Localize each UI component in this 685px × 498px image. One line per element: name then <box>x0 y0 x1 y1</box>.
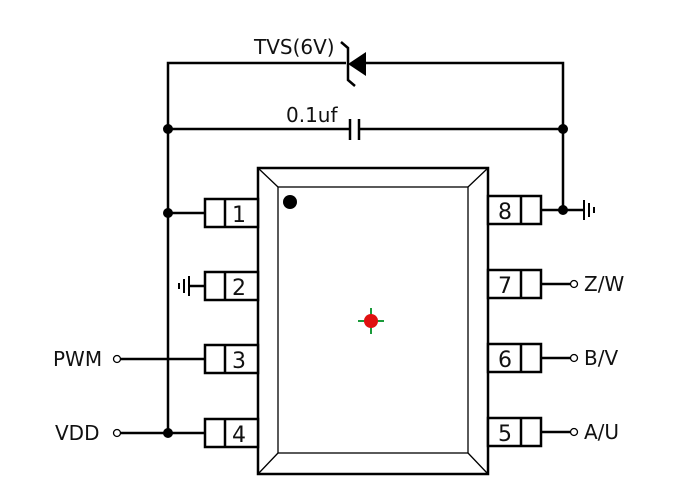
pin-2-number: 2 <box>232 276 246 301</box>
capacitor-branch: 0.1uf <box>168 103 563 140</box>
capacitor-symbol <box>348 119 361 140</box>
ground-icon <box>583 200 595 220</box>
pin-5: 5 A/U <box>486 416 619 448</box>
pin-2: 2 <box>178 270 260 302</box>
pwm-label: PWM <box>53 347 102 371</box>
pin-4: 4 VDD <box>55 417 260 449</box>
pin-6-number: 6 <box>498 348 512 373</box>
ic-package <box>256 166 490 476</box>
pin-3: 3 PWM <box>53 343 260 375</box>
pin-7-number: 7 <box>498 274 512 299</box>
tvs-diode-symbol <box>340 41 366 87</box>
pin1-marker <box>283 195 297 209</box>
pin-3-number: 3 <box>232 349 246 374</box>
bv-label: B/V <box>584 346 618 370</box>
pin-1-number: 1 <box>232 203 246 228</box>
center-marker <box>358 308 384 334</box>
pin-4-number: 4 <box>232 423 246 448</box>
au-label: A/U <box>584 420 619 444</box>
capacitor-label: 0.1uf <box>286 103 338 127</box>
zw-label: Z/W <box>584 272 624 296</box>
pin-7: 7 Z/W <box>486 268 624 300</box>
pin-6: 6 B/V <box>486 342 618 374</box>
tvs-label: TVS(6V) <box>253 35 335 59</box>
pin-5-number: 5 <box>498 422 512 447</box>
ground-icon <box>178 276 190 296</box>
vdd-label: VDD <box>55 421 99 445</box>
tvs-branch: TVS(6V) <box>166 35 565 433</box>
pin-8-number: 8 <box>498 200 512 225</box>
pin-1: 1 <box>168 197 260 229</box>
pin-8: 8 <box>486 194 595 226</box>
